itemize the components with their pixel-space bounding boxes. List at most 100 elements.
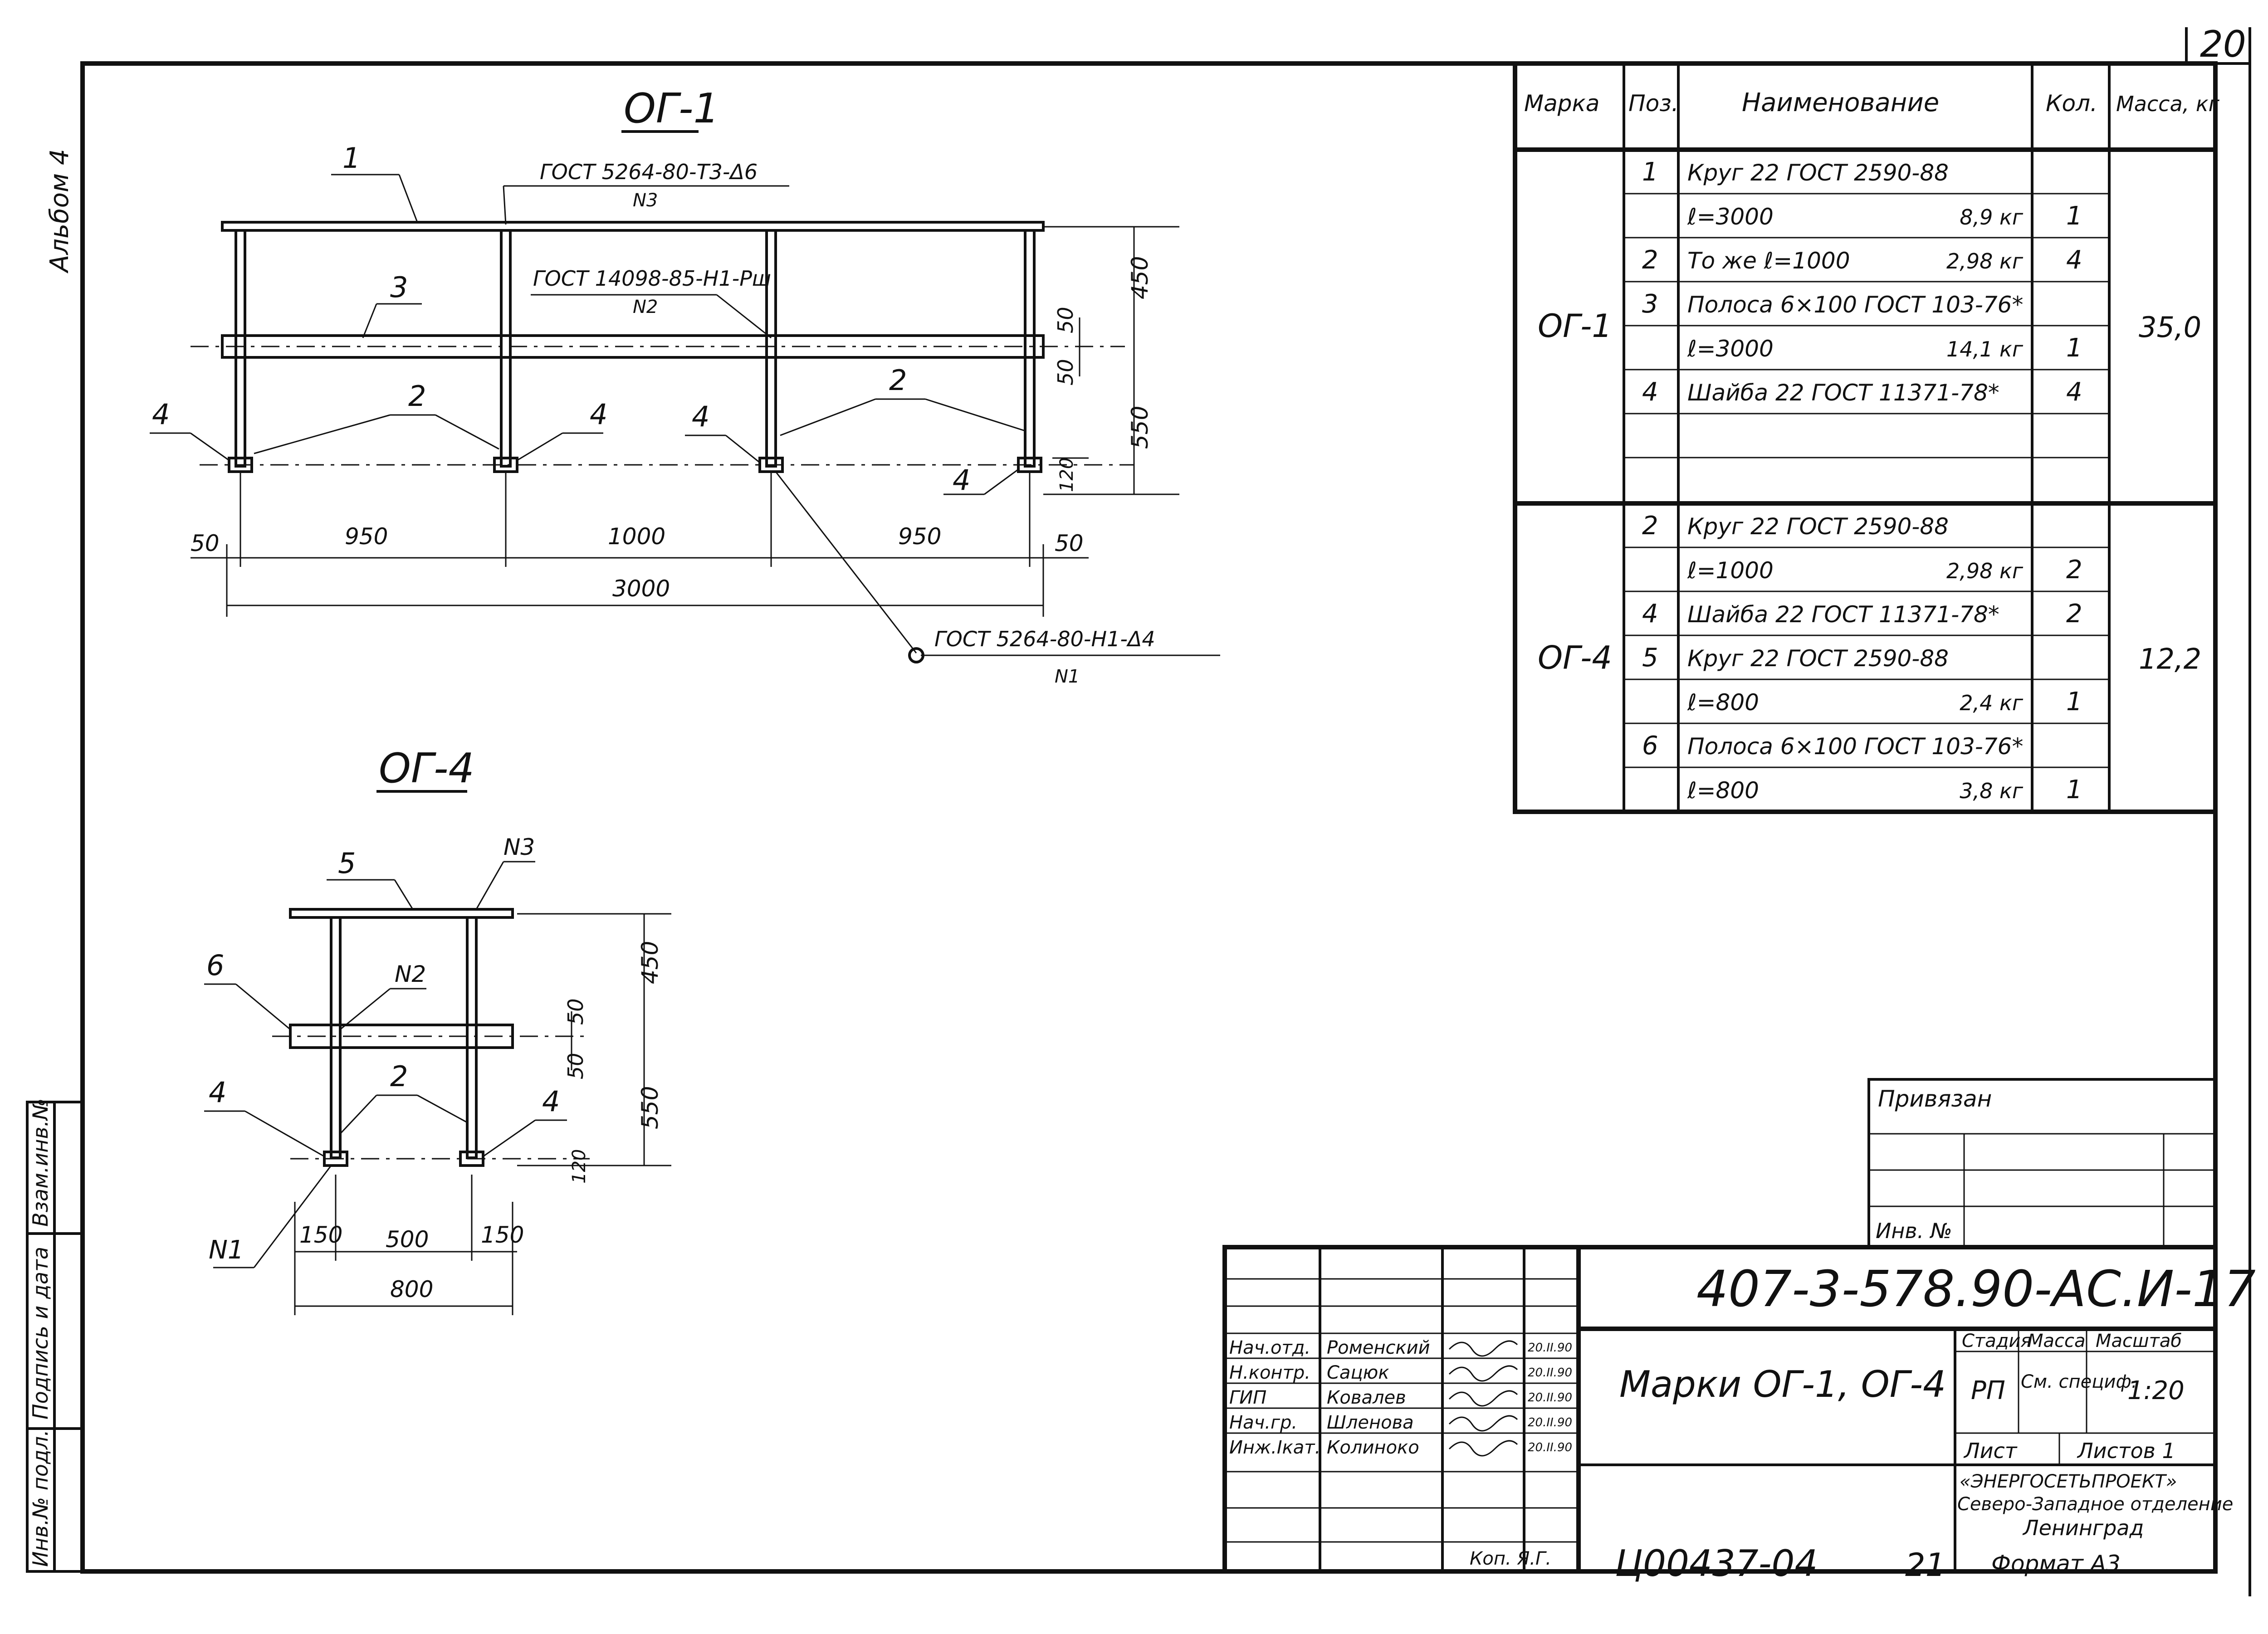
footer-archive: Ц00437-04 [1615,1542,1818,1585]
spec-cell-weight: 3,8 кг [1960,779,2024,803]
spec-cell-name: То же ℓ=1000 [1687,248,1850,274]
og1-callout-2a: 2 [408,380,426,413]
og4-dim-800: 800 [390,1276,433,1302]
og1-post [235,229,246,468]
staff-role: Нач.отд. [1229,1337,1310,1358]
og1-dim-50-right: 50 [1055,530,1084,556]
og1-callout-4d: 4 [953,463,970,497]
og4-callout-4b: 4 [542,1085,560,1118]
spec-cell-pos: 6 [1642,731,1658,761]
spec-cell-name: Шайба 22 ГОСТ 11371-78* [1687,380,1999,406]
og1-dim-950-left: 950 [345,523,388,550]
og1-dim-1000: 1000 [608,523,665,550]
spec-cell-mark: ОГ-1 [1538,307,1612,345]
spec-cell-name: Полоса 6×100 ГОСТ 103-76* [1687,733,2023,760]
staff-role: Н.контр. [1229,1362,1310,1383]
staff-role: Инж.Iкат. [1229,1437,1320,1458]
spec-cell-weight: 2,98 кг [1946,559,2024,583]
sheet-number: 20 [2200,23,2246,65]
og1-dim-120: 120 [1056,458,1077,492]
og4-top-rail [289,908,514,919]
og4-callout-n3: N3 [503,834,535,860]
view-title-og1: ОГ-1 [624,85,719,132]
og1-weld-top: ГОСТ 5264-80-Т3-Δ6 [540,160,758,184]
tb-header-scale: Масштаб [2096,1331,2182,1351]
og1-post [500,229,512,468]
footer-format: Формат А3 [1991,1551,2121,1577]
spec-cell-name: ℓ=800 [1687,777,1759,804]
spec-table: Марка Поз. Наименование Кол. Масса, кг 1… [1513,61,2220,814]
binding-label: Привязан [1878,1086,1992,1112]
spec-header-pos: Поз. [1628,90,1679,117]
og1-dim-50-lower: 50 [1053,359,1078,385]
spec-cell-mass: 35,0 [2139,311,2201,344]
staff-date: 20.II.90 [1528,1366,1572,1380]
tb-mass: См. специф. [2021,1371,2137,1392]
staff-name: Шленова [1327,1412,1414,1433]
og4-callout-5: 5 [338,847,356,880]
left-strip: Взам.инв.№ Подпись и дата Инв.№ подл. [26,1098,84,1573]
staff-date: 20.II.90 [1528,1391,1572,1405]
view-og4: ОГ-4 5 N3 6 N2 2 4 4 N1 150 500 150 [204,745,671,1315]
view-og1: ОГ-1 1 3 2 2 4 4 4 4 [150,85,1220,687]
spec-cell-qty: 2 [2066,555,2082,585]
spec-cell-name: Круг 22 ГОСТ 2590-88 [1687,645,1949,672]
og1-callout-3: 3 [390,271,408,304]
spec-cell-weight: 2,98 кг [1946,249,2024,273]
left-strip-label-replaced: Взам.инв.№ [28,1098,53,1227]
og1-dim-3000: 3000 [612,576,670,602]
og4-callout-2: 2 [390,1060,408,1093]
spec-header-name: Наименование [1742,88,1939,117]
staff-signature [1448,1440,1518,1457]
spec-cell-name: ℓ=1000 [1687,557,1774,584]
spec-cell-name: Круг 22 ГОСТ 2590-88 [1687,160,1949,186]
spec-cell-name: ℓ=3000 [1687,204,1774,230]
spec-header-mark: Марка [1524,90,1599,117]
og1-weld-bottom: ГОСТ 5264-80-Н1-Δ4 [934,627,1155,651]
staff-role: Нач.гр. [1229,1412,1297,1433]
spec-cell-name: Полоса 6×100 ГОСТ 103-76* [1687,292,2023,318]
footer-page: 21 [1905,1546,1945,1584]
tb-org-city: Ленинград [2022,1516,2144,1540]
tb-header-mass: Масса [2028,1331,2086,1351]
spec-cell-qty: 4 [2066,245,2082,275]
og4-callout-6: 6 [206,949,224,982]
tb-scale: 1:20 [2127,1376,2185,1405]
og1-top-rail [221,221,1045,232]
staff-name: Колиноко [1327,1437,1419,1458]
spec-cell-pos: 5 [1642,643,1658,673]
album-label: Альбом 4 [45,149,74,273]
doc-code: 407-3-578.90-АС.И-17 [1696,1260,2256,1318]
og4-dim-150-left: 150 [299,1222,342,1248]
spec-cell-name: ℓ=3000 [1687,336,1774,362]
og1-weld-mid: ГОСТ 14098-85-Н1-Рш [533,266,771,291]
spec-cell-qty: 1 [2066,333,2082,363]
sheet-title: Марки ОГ-1, ОГ-4 [1619,1363,1946,1405]
staff-date: 20.II.90 [1528,1416,1572,1429]
tb-sheets-label: Листов 1 [2077,1439,2175,1463]
og1-weld-top-sub: N3 [633,190,658,211]
spec-cell-pos: 3 [1642,289,1658,319]
og1-callout-1: 1 [342,141,360,175]
og4-post [330,916,342,1159]
tb-org-name: «ЭНЕРГОСЕТЬПРОЕКТ» [1960,1471,2177,1492]
left-strip-label-inv: Инв.№ подл. [28,1429,53,1567]
og1-dim-550: 550 [1127,406,1153,449]
footer-copied: Коп. Я.Г. [1470,1548,1551,1569]
spec-cell-qty: 1 [2066,687,2082,717]
og4-callout-n2: N2 [395,961,426,987]
staff-name: Сацюк [1327,1362,1389,1383]
spec-cell-weight: 8,9 кг [1960,205,2024,229]
spec-cell-pos: 2 [1642,511,1658,541]
og1-post [1024,229,1036,468]
left-strip-label-signature: Подпись и дата [28,1247,53,1419]
staff-signature [1448,1365,1518,1382]
staff-name: Ковалев [1327,1387,1406,1408]
spec-cell-qty: 1 [2066,775,2082,805]
staff-date: 20.II.90 [1528,1341,1572,1355]
og4-dim-50-lower: 50 [563,1053,588,1079]
